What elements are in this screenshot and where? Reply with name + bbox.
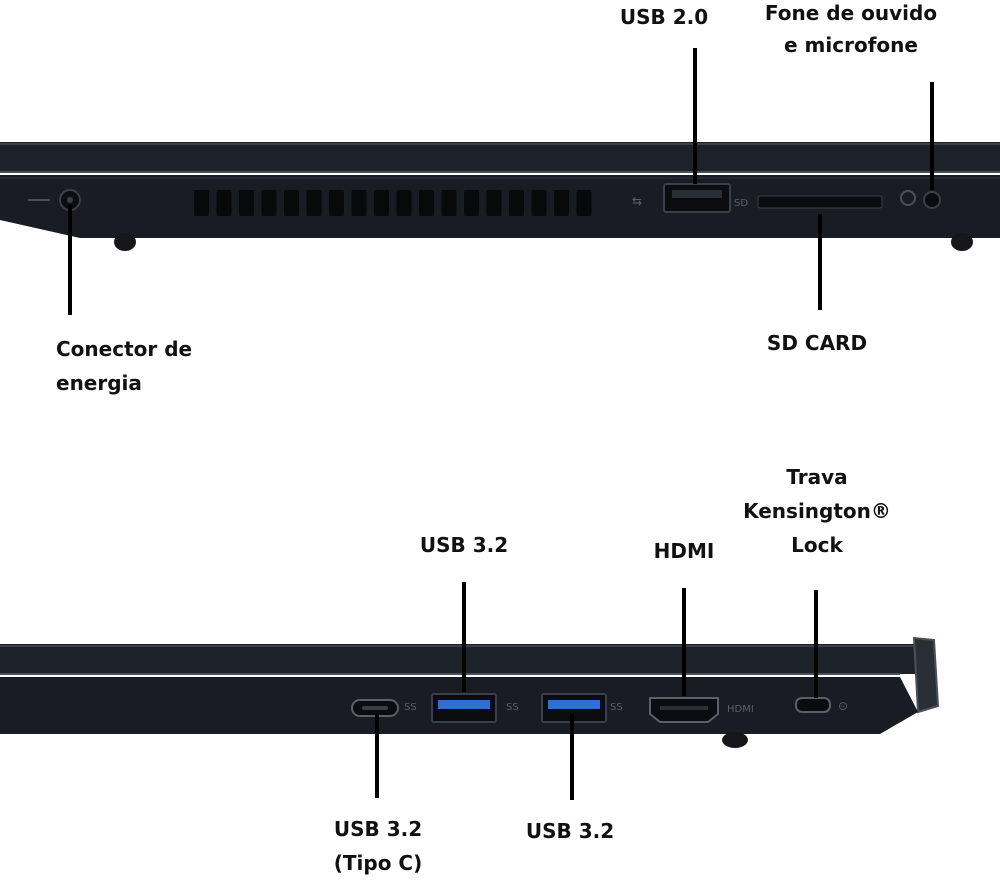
usb-c-port xyxy=(351,699,399,717)
usb32-port-2: SS xyxy=(506,693,607,723)
hdmi-port: SS HDMI xyxy=(610,697,754,723)
usbc-label: USB 3.2 (Tipo C) xyxy=(333,817,423,875)
svg-text:SS: SS xyxy=(506,702,519,713)
laptop-right-side-view: SS SS SS HDMI ⊙ xyxy=(0,636,940,748)
vent-slot xyxy=(306,190,322,216)
vent-slot xyxy=(486,190,502,216)
rubber-foot xyxy=(951,233,973,251)
vent-slot xyxy=(554,190,569,216)
air-vents xyxy=(194,190,592,216)
laptop-lid xyxy=(0,142,1000,172)
sd-card-slot: SD xyxy=(734,195,883,209)
headphone-jack xyxy=(900,190,941,209)
rubber-foot xyxy=(114,233,136,251)
laptop-lid xyxy=(0,644,918,674)
usb20-label: USB 2.0 xyxy=(619,5,709,29)
rubber-foot xyxy=(722,732,748,748)
svg-text:SS: SS xyxy=(404,702,417,713)
vent-slot xyxy=(441,190,457,216)
vent-slot xyxy=(464,190,479,216)
usb32-top-callout-line xyxy=(462,582,466,692)
usbc-callout-line xyxy=(375,714,379,798)
power-connector-label: Conector de energia xyxy=(56,337,193,395)
vent-slot xyxy=(216,190,232,216)
usb32-port-1: SS xyxy=(404,693,497,723)
usb32-top-label: USB 3.2 xyxy=(419,533,509,557)
usb20-port: ⇆ xyxy=(632,183,731,213)
svg-text:HDMI: HDMI xyxy=(727,704,754,715)
power-callout-line xyxy=(68,205,72,315)
headphone-callout-line xyxy=(930,82,934,190)
vent-slot xyxy=(329,190,344,216)
svg-text:SS: SS xyxy=(610,702,623,713)
sd-card-label: SD CARD xyxy=(766,331,868,355)
kensington-lock-label: Trava Kensington® Lock xyxy=(743,465,891,557)
vent-slot xyxy=(531,190,547,216)
vent-slot xyxy=(284,190,299,216)
headphone-mic-label: Fone de ouvido e microfone xyxy=(764,1,938,57)
vent-slot xyxy=(351,190,367,216)
usb20-callout-line xyxy=(693,48,697,184)
vent-slot xyxy=(396,190,412,216)
sd-card-callout-line xyxy=(818,214,822,310)
vent-slot xyxy=(576,190,592,216)
vent-slot xyxy=(239,190,254,216)
laptop-hinge xyxy=(912,636,940,714)
usb32-bottom-label: USB 3.2 xyxy=(525,819,615,843)
svg-text:⊙: ⊙ xyxy=(838,699,848,713)
laptop-left-side-view: ⇆ SD xyxy=(0,142,1000,251)
svg-text:SD: SD xyxy=(734,198,748,209)
vent-slot xyxy=(509,190,524,216)
vent-slot xyxy=(419,190,434,216)
vent-slot xyxy=(374,190,389,216)
vent-slot xyxy=(194,190,209,216)
kensington-callout-line xyxy=(814,590,818,698)
usb32-bottom-callout-line xyxy=(570,714,574,800)
hdmi-label: HDMI xyxy=(653,539,715,563)
svg-text:⇆: ⇆ xyxy=(632,194,642,208)
hdmi-callout-line xyxy=(682,588,686,696)
vent-slot xyxy=(261,190,277,216)
kensington-lock-slot: ⊙ xyxy=(795,697,848,713)
